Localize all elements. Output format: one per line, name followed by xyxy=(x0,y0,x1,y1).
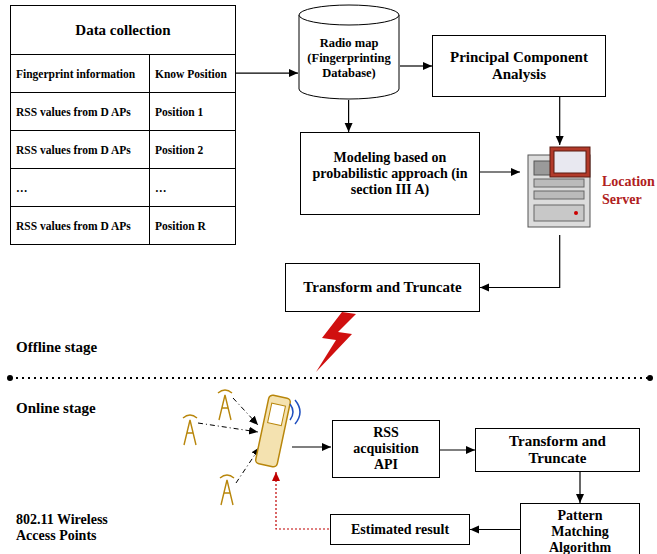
table-cell: Position 2 xyxy=(150,131,236,169)
table-cell-text: Position 2 xyxy=(155,144,203,156)
data-table: Data collectionFingerprint information Kn… xyxy=(10,5,236,245)
table-row: Data collection xyxy=(11,6,236,55)
node-label: Modeling based on probabilistic approach… xyxy=(309,150,471,198)
flow-arrow xyxy=(579,472,580,503)
node-box: Transform and Truncate xyxy=(475,428,640,472)
table-cell: RSS values from D APs xyxy=(11,93,150,131)
node-label: RSS acquisition API xyxy=(341,425,431,473)
server-icon xyxy=(520,145,600,235)
table-cell: … xyxy=(11,169,150,207)
node-label: Transform and Truncate xyxy=(303,279,461,296)
flow-arrow xyxy=(440,449,475,450)
server-label: Location Server xyxy=(602,173,657,208)
table-title: Data collection xyxy=(75,22,170,38)
flow-arrow xyxy=(480,171,520,172)
table-cell-text: RSS values from D APs xyxy=(16,106,131,118)
result-return-arrow xyxy=(276,472,329,529)
table-cell-text: Fingerprint information xyxy=(16,68,135,80)
table-cell-text: Know Position xyxy=(155,68,227,80)
table-row: RSS values from D APs Position 1 xyxy=(11,93,236,131)
node-label: Pattern Matching Algorithm xyxy=(529,508,631,554)
node-box: Estimated result xyxy=(330,514,470,545)
table-cell: Position 1 xyxy=(150,93,236,131)
node-box: RSS acquisition API xyxy=(332,420,440,478)
node-label: Principal Component Analysis xyxy=(441,49,597,83)
signal-line xyxy=(198,423,258,432)
flow-arrow xyxy=(236,72,298,73)
data-flow-arrow xyxy=(292,446,331,447)
stage-label: 802.11 Wireless Access Points xyxy=(16,512,136,544)
table-cell: … xyxy=(150,169,236,207)
table-cell: Know Position xyxy=(150,55,236,93)
node-label: Transform and Truncate xyxy=(484,433,631,467)
table-title-cell: Data collection xyxy=(11,6,236,55)
table-cell: RSS values from D APs xyxy=(11,131,150,169)
table-cell-text: … xyxy=(16,182,28,194)
flow-arrow xyxy=(470,529,520,530)
wireless-bolt xyxy=(316,312,356,372)
node-label: Estimated result xyxy=(351,522,449,538)
flow-arrow xyxy=(480,235,560,288)
node-table: Data collectionFingerprint information Kn… xyxy=(10,5,236,245)
table-cell-text: Position R xyxy=(155,220,206,232)
table-cell: Fingerprint information xyxy=(11,55,150,93)
flow-arrow xyxy=(348,100,349,132)
table-cell: Position R xyxy=(150,207,236,245)
table-row: Fingerprint information Know Position xyxy=(11,55,236,93)
table-cell-text: … xyxy=(155,182,167,194)
node-box: Pattern Matching Algorithm xyxy=(520,503,640,554)
node-box: Transform and Truncate xyxy=(285,263,480,312)
node-server: Location Server xyxy=(520,145,657,235)
node-box: Principal Component Analysis xyxy=(432,35,606,97)
node-cyl: Radio map (Fingerprinting Database) xyxy=(298,4,400,100)
table-row: RSS values from D APs Position R xyxy=(11,207,236,245)
divider-dot xyxy=(647,375,653,381)
flow-arrow xyxy=(559,97,560,145)
cylinder-text-holder: Radio map (Fingerprinting Database) xyxy=(302,28,396,88)
table-row: …… xyxy=(11,169,236,207)
stage-label: Online stage xyxy=(16,400,96,417)
divider-dot xyxy=(7,375,13,381)
table-row: RSS values from D APs Position 2 xyxy=(11,131,236,169)
mobile-device xyxy=(255,394,300,467)
access-point-antenna xyxy=(183,390,234,505)
table-cell-text: Position 1 xyxy=(155,106,203,118)
table-cell: RSS values from D APs xyxy=(11,207,150,245)
node-box: Modeling based on probabilistic approach… xyxy=(300,132,480,215)
signal-line xyxy=(233,398,258,425)
stage-divider xyxy=(10,377,650,379)
flow-arrow xyxy=(400,65,432,66)
table-cell-text: RSS values from D APs xyxy=(16,144,131,156)
table-cell-text: RSS values from D APs xyxy=(16,220,131,232)
node-label: Radio map (Fingerprinting Database) xyxy=(302,36,396,81)
signal-line xyxy=(236,447,260,483)
stage-label: Offline stage xyxy=(16,339,97,356)
